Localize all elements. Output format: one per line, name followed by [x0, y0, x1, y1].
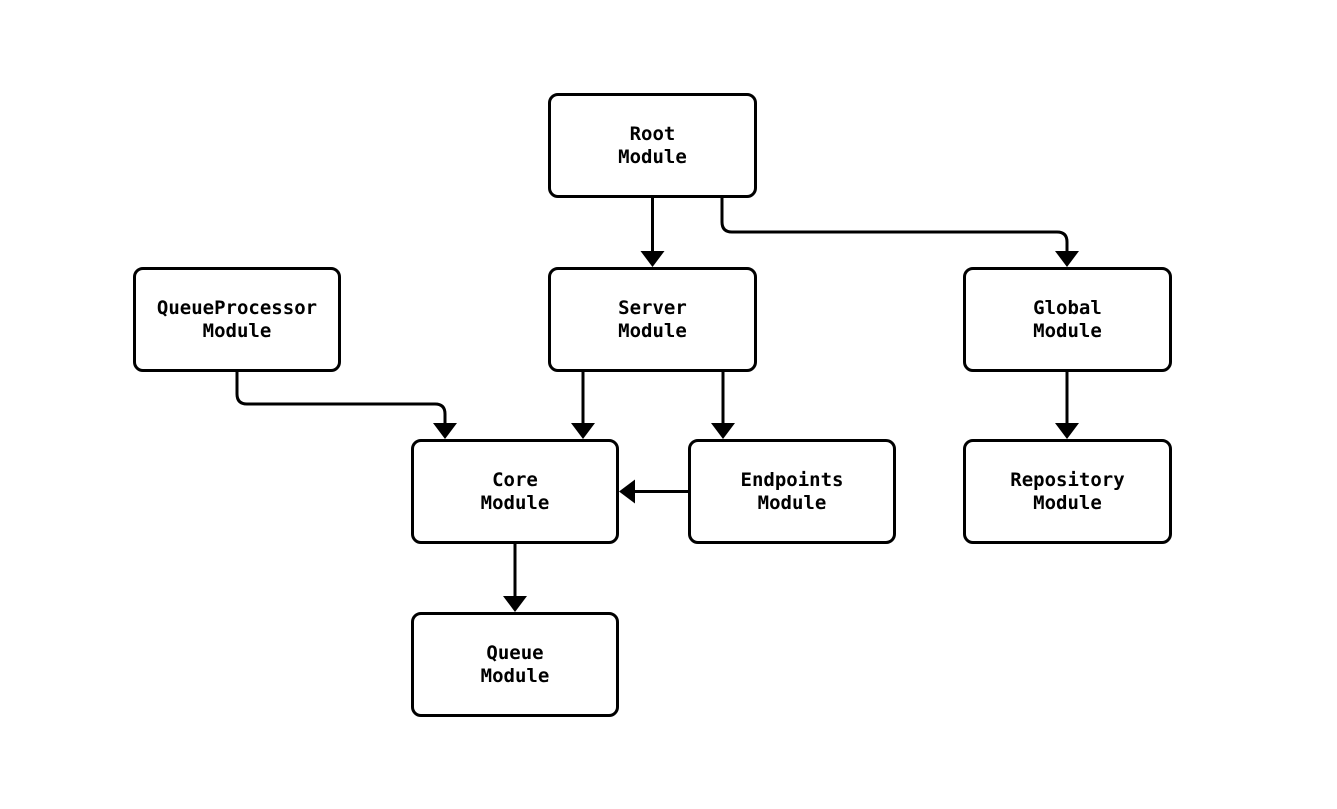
edge-line: [235, 370, 447, 425]
arrowhead-icon: [503, 596, 527, 612]
node-label-line: Module: [1033, 319, 1102, 342]
node-label-line: Module: [480, 491, 550, 514]
node-label-line: Endpoints: [740, 468, 844, 491]
edge-core-to-queue: [503, 542, 527, 612]
node-label-line: Core: [492, 468, 538, 491]
edge-queueprocessor-to-core: [235, 370, 457, 439]
arrowhead-icon: [1055, 423, 1079, 439]
node-label-line: Module: [202, 319, 272, 342]
edge-line: [720, 196, 1069, 253]
node-label-line: Queue: [486, 641, 544, 664]
arrowhead-icon: [640, 251, 665, 267]
edge-global-to-repository: [1055, 370, 1079, 439]
node-label-line: Module: [757, 491, 827, 514]
arrowhead-icon: [433, 423, 457, 439]
edge-server-to-core: [571, 370, 595, 439]
node-label-line: Module: [480, 664, 550, 687]
node-label-line: Server: [618, 296, 687, 319]
node-label-line: Global: [1033, 296, 1102, 319]
arrowhead-icon: [619, 479, 635, 504]
arrowhead-icon: [711, 423, 735, 439]
node-label-line: Module: [1033, 491, 1102, 514]
node-label-line: Repository: [1010, 468, 1125, 491]
node-label-line: Module: [618, 319, 687, 342]
node-label-line: Root: [629, 122, 676, 145]
arrowhead-icon: [1055, 251, 1079, 267]
edge-endpoints-to-core: [619, 479, 690, 504]
node-label-line: Module: [618, 145, 687, 168]
edge-server-to-endpoints: [711, 370, 735, 439]
node-label-line: QueueProcessor: [156, 296, 318, 319]
arrowhead-icon: [571, 423, 595, 439]
edge-root-to-server: [640, 196, 665, 267]
edge-root-to-global: [720, 196, 1079, 267]
